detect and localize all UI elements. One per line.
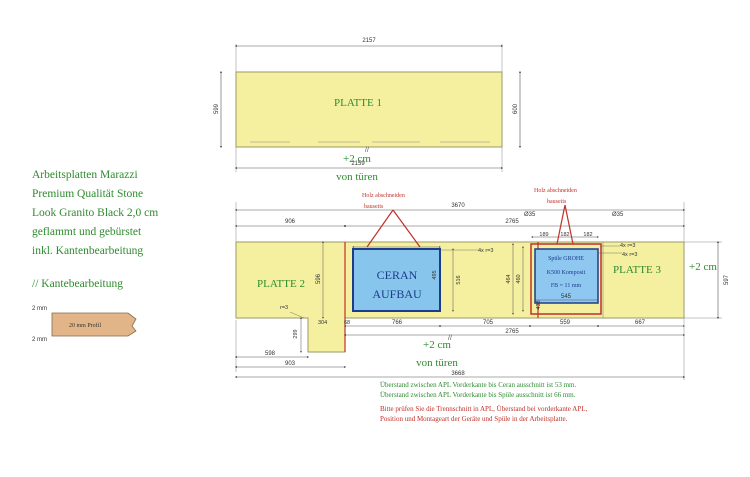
plate-2-radius: r=3: [280, 305, 288, 311]
note-red-1: Bitte prüfen Sie die Trennschnitt in APL…: [380, 405, 588, 413]
sink-height-outer: 464: [506, 274, 512, 283]
plate-3-label: PLATTE 3: [613, 264, 661, 276]
note-red-2: Position und Montageart der Geräte und S…: [380, 414, 568, 423]
plate-1-seam-mark: //: [365, 147, 369, 154]
ceran-label-2: AUFBAU: [372, 287, 422, 301]
edge-profile: 2 mm 2 mm 20 mm Profil: [32, 306, 137, 343]
right-segment-width-bottom: 2765: [505, 329, 519, 335]
note-green-2: Überstand zwischen APL Vorderkante bis S…: [380, 390, 576, 399]
holz-left-line2: bauseits: [364, 204, 384, 210]
ceran-height: 495: [432, 270, 438, 279]
ceran-gap-right: 705: [483, 320, 494, 326]
sink-height-inner: 460: [516, 274, 522, 283]
plate-1-von-turen: von türen: [336, 171, 378, 183]
dim-299: 299: [293, 329, 299, 338]
desc-line-1: Arbeitsplatten Marazzi: [32, 169, 138, 181]
right-height: 597: [724, 274, 730, 285]
plate-2-label: PLATTE 2: [257, 278, 305, 290]
profile-shape: [51, 312, 137, 337]
dim-182a: 182: [560, 232, 569, 238]
sink-label-2: K500 Komposit: [547, 270, 586, 276]
dim-304: 304: [318, 320, 327, 326]
ceran-radius: 4x r=3: [478, 248, 493, 254]
desc-line-4: geflammt und gebürstet: [32, 226, 142, 238]
sink-label-3: FB = 11 mm: [551, 283, 582, 289]
plate-1-label: PLATTE 1: [334, 97, 382, 109]
sink-gap-right: 667: [635, 320, 646, 326]
holz-left-line1: Holz abschneiden: [362, 193, 405, 199]
sink-radius-b: 4x r=3: [622, 252, 637, 258]
sink-label-1: Spüle GROHE: [548, 256, 584, 262]
kante-title: // Kantebearbeitung: [32, 278, 124, 290]
ceran-cutout: 754 CERAN AUFBAU 495 516 4x r=3: [352, 246, 493, 312]
diameter-right: Ø35: [612, 212, 624, 218]
plate-1-width-bottom: 2159: [351, 161, 365, 167]
plate-1-plus: +2 cm: [343, 153, 371, 165]
left-height: 596: [316, 273, 322, 284]
plate-1-height-right: 600: [513, 103, 519, 114]
dim-189: 189: [539, 232, 548, 238]
desc-line-5: inkl. Kantenbearbeitung: [32, 245, 144, 257]
main-seam-mark: //: [448, 335, 452, 342]
sink-area: [534, 248, 599, 304]
dim-598: 598: [265, 351, 276, 357]
ceran-gap-left: 766: [392, 320, 403, 326]
main-worktop: 3670 906 2765 Ø35 Ø35 189 182 182 PLATTE…: [234, 202, 730, 380]
sink-cutout: Spüle GROHE K500 Komposit FB = 11 mm 545…: [506, 243, 637, 315]
left-segment-width: 906: [285, 219, 296, 225]
kante-profil: 20 mm Profil: [69, 322, 101, 329]
overall-width-bottom: 3668: [451, 371, 465, 377]
holz-annotations: Holz abschneiden bauseits Holz abschneid…: [362, 188, 577, 248]
plate-1-width-top: 2157: [362, 38, 376, 44]
diameter-left: Ø35: [524, 212, 536, 218]
note-green-1: Überstand zwischen APL Vorderkante bis C…: [380, 381, 577, 389]
dim-903: 903: [285, 361, 296, 367]
plus-bottom: +2 cm: [423, 339, 451, 351]
desc-line-3: Look Granito Black 2,0 cm: [32, 207, 159, 219]
sink-radius-a: 4x r=3: [620, 243, 635, 249]
desc-line-2: Premium Qualität Stone: [32, 188, 144, 200]
ceran-label-1: CERAN: [377, 268, 418, 282]
dim-182b: 182: [583, 232, 592, 238]
sink-outer: [530, 243, 602, 315]
material-description: Arbeitsplatten Marazzi Premium Qualität …: [32, 166, 158, 261]
overall-width: 3670: [451, 203, 465, 209]
plate-1: PLATTE 1 2157 599 600 2159 +2 cm von tür…: [214, 38, 522, 183]
kante-mm-bottom: 2 mm: [32, 337, 47, 343]
plus-right: +2 cm: [689, 261, 717, 273]
holz-right-line2: bauseits: [547, 199, 567, 205]
dim-68: 68: [344, 320, 350, 326]
holz-right-line1: Holz abschneiden: [534, 188, 577, 194]
sink-width: 545: [561, 294, 572, 300]
ceran-depth: 516: [456, 275, 462, 284]
notes-red: Bitte prüfen Sie die Trennschnitt in APL…: [380, 405, 587, 424]
sink-gap-bottom: 559: [560, 320, 571, 326]
von-turen-bottom: von türen: [416, 357, 458, 369]
notes-green: Überstand zwischen APL Vorderkante bis C…: [380, 381, 576, 400]
ceran-area: [352, 248, 441, 312]
kante-mm-top: 2 mm: [32, 306, 47, 312]
plate-1-height-left: 599: [214, 103, 220, 114]
right-segment-width: 2765: [505, 219, 519, 225]
plate-1-surface: [235, 71, 503, 148]
sink-height-cut: 438: [536, 300, 542, 309]
worktop-surface: [235, 241, 685, 353]
